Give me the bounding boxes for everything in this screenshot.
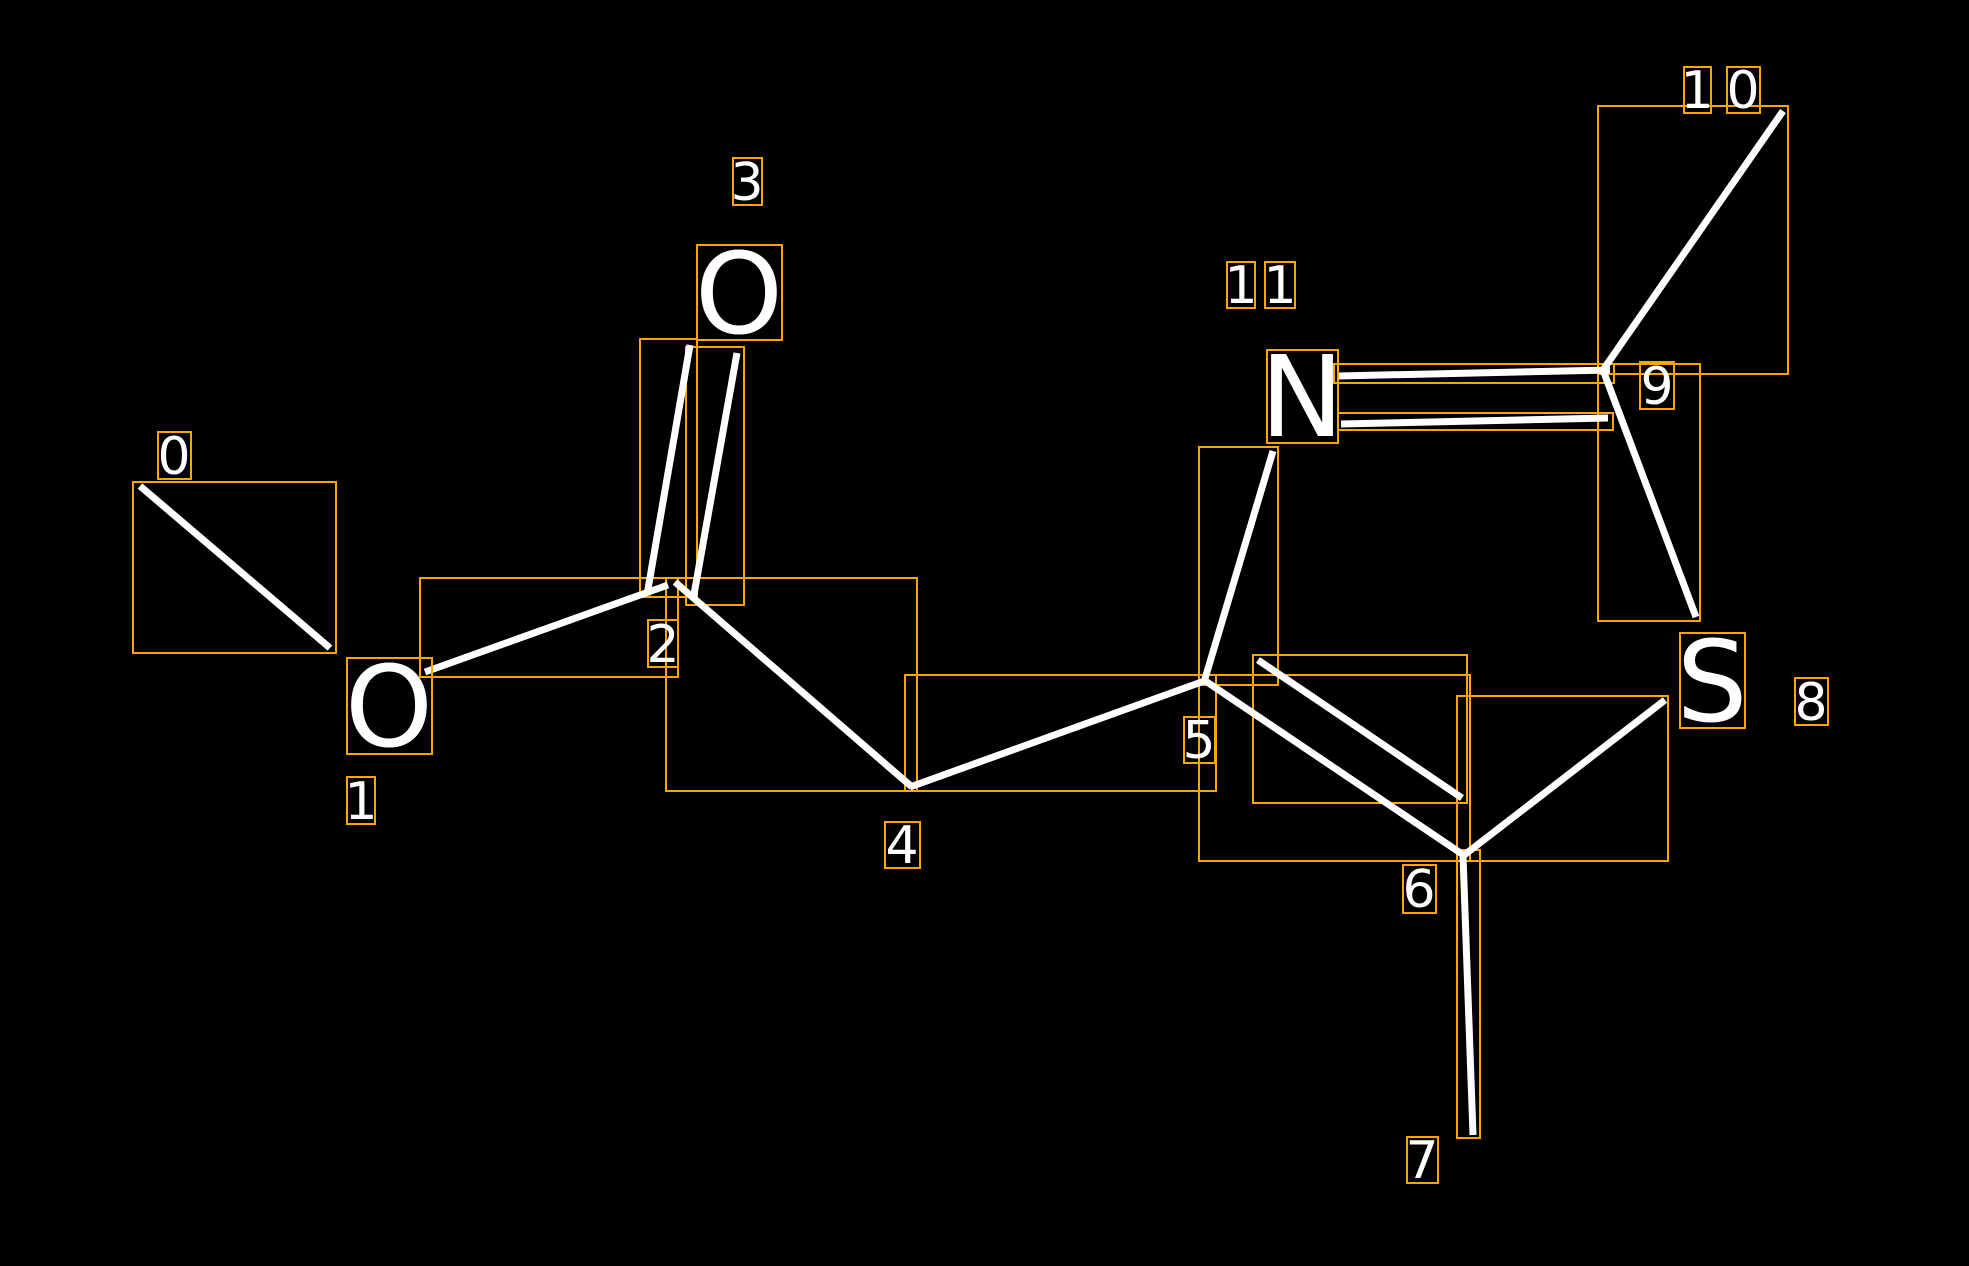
bond-line — [1256, 657, 1464, 801]
atom-box — [346, 657, 433, 755]
bond-line — [643, 344, 694, 596]
index-box — [346, 776, 376, 825]
bond-box — [1456, 695, 1669, 862]
index-label: 1 — [1263, 256, 1296, 316]
index-label: 3 — [730, 153, 763, 213]
atom-box — [1266, 349, 1339, 444]
bond-line — [672, 579, 915, 790]
index-label: 5 — [1182, 711, 1215, 771]
bond-line — [137, 483, 333, 651]
bond-line — [1200, 449, 1277, 684]
index-label: 2 — [646, 615, 679, 675]
index-label: 1 — [1680, 61, 1713, 121]
index-box — [1402, 864, 1437, 914]
bond-box — [685, 346, 745, 606]
index-box — [1264, 261, 1296, 309]
index-box — [732, 157, 763, 206]
bond-line — [1460, 697, 1668, 859]
bond-box — [1597, 363, 1701, 622]
index-label: 0 — [1726, 61, 1759, 121]
bond-box — [665, 577, 918, 792]
bond-box — [132, 481, 337, 654]
atom-nitrogen: N — [1260, 333, 1344, 463]
index-label: 0 — [157, 427, 190, 487]
bonds — [137, 109, 1786, 1136]
bond-box — [1198, 674, 1471, 862]
index-box — [1226, 261, 1256, 309]
index-box — [1406, 1136, 1439, 1184]
index-label: 1 — [344, 772, 377, 832]
index-box — [884, 821, 921, 869]
atom-box — [1679, 632, 1746, 729]
index-box — [157, 431, 192, 480]
index-label: 7 — [1405, 1131, 1438, 1191]
bond-line — [1599, 368, 1700, 619]
index-box — [1794, 677, 1829, 726]
atom-oxygen: O — [345, 643, 433, 773]
index-label: 1 — [1224, 256, 1257, 316]
bond-box — [1198, 446, 1279, 686]
index-box — [647, 619, 679, 668]
bond-boxes — [132, 105, 1789, 1139]
bond-line — [1202, 677, 1467, 859]
atom-box — [696, 244, 783, 341]
atom-oxygen: O — [695, 230, 783, 360]
index-box — [1183, 716, 1216, 764]
index-box — [1639, 361, 1675, 410]
bond-line — [423, 581, 670, 676]
bond-line — [689, 352, 741, 601]
index-label: 8 — [1794, 673, 1827, 733]
bond-line — [1337, 366, 1611, 380]
bond-box — [639, 338, 698, 598]
bond-line — [1459, 855, 1477, 1136]
atom-labels: O O N S — [345, 230, 1748, 773]
bond-box — [1252, 654, 1468, 804]
bond-box — [1597, 105, 1789, 375]
index-label: 6 — [1402, 860, 1435, 920]
bond-line — [908, 676, 1209, 791]
index-labels: 0 1 2 3 4 5 6 7 8 9 1 0 1 1 — [157, 61, 1829, 1191]
index-box — [1683, 66, 1712, 114]
index-label: 9 — [1640, 357, 1673, 417]
bond-line — [1600, 109, 1786, 372]
atom-sulfur: S — [1676, 618, 1747, 748]
index-label: 4 — [885, 816, 918, 876]
index-box — [1726, 66, 1761, 114]
bond-line — [1340, 414, 1609, 428]
